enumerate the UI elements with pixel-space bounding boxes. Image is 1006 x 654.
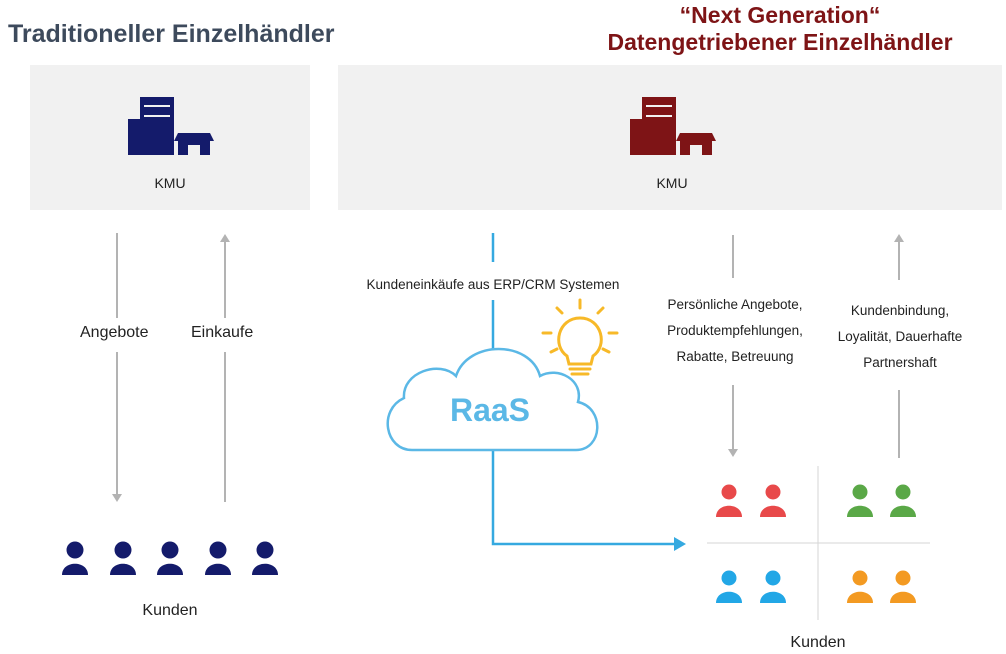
loyalty-line-3: Partnershaft: [863, 355, 937, 370]
offers-line-1: Persönliche Angebote,: [667, 297, 803, 312]
segment-grid: [707, 466, 930, 620]
offers-description: Persönliche Angebote, Produktempfehlunge…: [650, 292, 820, 370]
segment-red-customers: [716, 484, 786, 517]
raas-cloud-icon: [386, 347, 599, 452]
loyalty-line-1: Kundenbindung,: [850, 303, 950, 318]
loyalty-description: Kundenbindung, Loyalität, Dauerhafte Par…: [818, 298, 982, 376]
left-purchases-arrow: [220, 234, 230, 502]
erp-crm-label: Kundeneinkäufe aus ERP/CRM Systemen: [366, 277, 620, 292]
offers-line-2: Produktempfehlungen,: [667, 323, 803, 338]
lightbulb-icon: [541, 298, 619, 376]
right-loyalty-arrow: [894, 234, 904, 458]
left-title: Traditioneller Einzelhändler: [8, 20, 335, 48]
left-kmu-label: KMU: [154, 175, 186, 191]
right-building-icon: [630, 97, 716, 155]
left-building-icon: [128, 97, 214, 155]
right-title-line1: “Next Generation“: [679, 2, 881, 28]
offers-label: Angebote: [80, 324, 149, 341]
right-kmu-label: KMU: [656, 175, 688, 191]
left-offers-arrow: [112, 233, 122, 502]
left-customer-icons: [62, 541, 278, 575]
purchases-label: Einkaufe: [191, 324, 254, 341]
right-customers-label: Kunden: [790, 634, 846, 651]
loyalty-line-2: Loyalität, Dauerhafte: [837, 329, 963, 344]
right-title-line2: Datengetriebener Einzelhändler: [607, 29, 953, 55]
left-customers-label: Kunden: [142, 602, 198, 619]
segment-green-customers: [847, 484, 916, 517]
segment-blue-customers: [716, 570, 786, 603]
right-offers-arrow: [728, 235, 738, 457]
offers-line-3: Rabatte, Betreuung: [676, 349, 794, 364]
segment-orange-customers: [847, 570, 916, 603]
raas-label: RaaS: [449, 392, 531, 428]
